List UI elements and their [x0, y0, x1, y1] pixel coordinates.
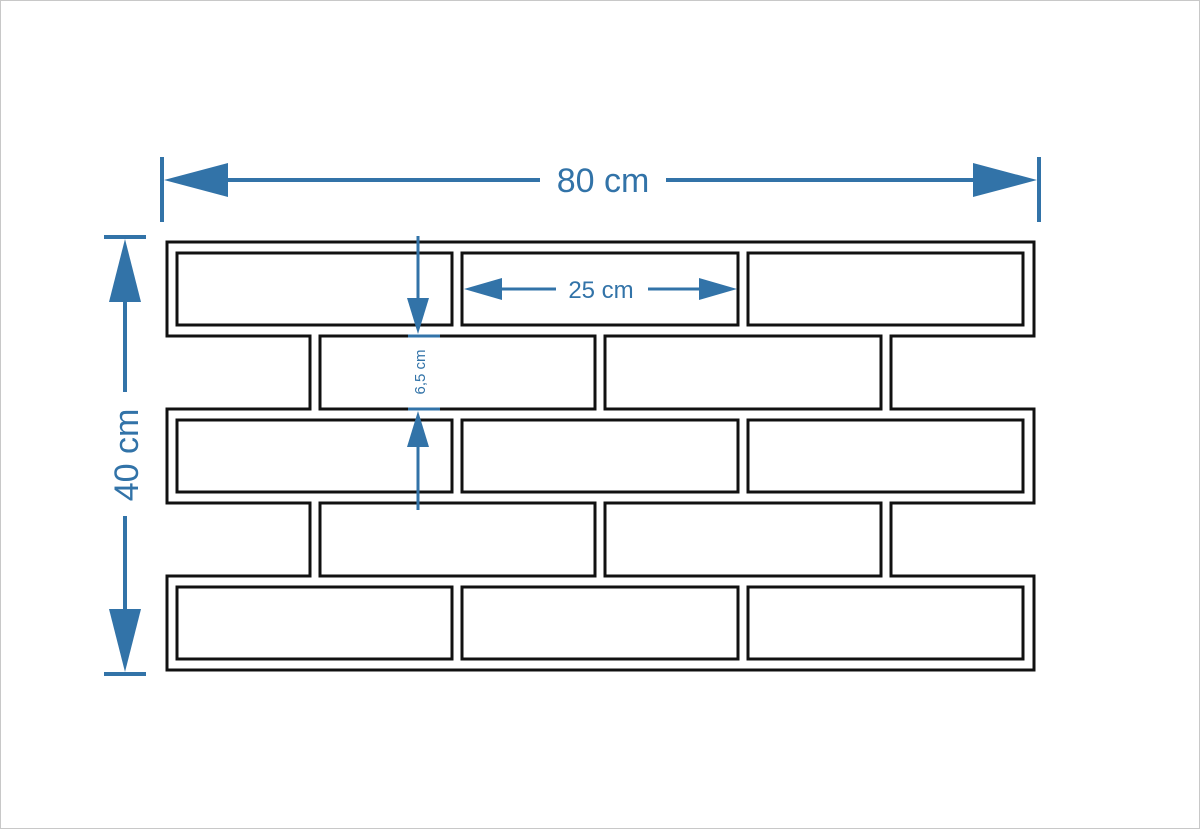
width-dimension: 80 cm [160, 157, 1041, 222]
brick [318, 501, 597, 578]
brick-height-label: 6,5 cm [412, 349, 429, 394]
arrow-up-icon [407, 411, 429, 447]
brick [175, 585, 454, 661]
brick-row-1 [175, 251, 1025, 327]
height-dimension: 40 cm [104, 235, 146, 676]
arrow-down-icon [109, 609, 141, 672]
brick-row-5 [175, 585, 1025, 661]
brick [746, 251, 1025, 327]
arrow-down-icon [407, 298, 429, 334]
arrow-left-icon [164, 163, 228, 197]
panel-outline [165, 240, 1036, 672]
arrow-right-icon [699, 278, 737, 300]
brick [460, 251, 740, 327]
brick-row-2 [318, 334, 883, 411]
brick [175, 418, 454, 494]
arrow-left-icon [464, 278, 502, 300]
brick [603, 501, 883, 578]
brick-length-label: 25 cm [568, 277, 633, 304]
brick [175, 251, 454, 327]
height-label: 40 cm [108, 409, 146, 502]
brick [746, 585, 1025, 661]
brick [746, 418, 1025, 494]
arrow-right-icon [973, 163, 1037, 197]
brick [603, 334, 883, 411]
brick-length-dimension: 25 cm [464, 277, 737, 304]
brick-row-4 [318, 501, 883, 578]
brick-row-3 [175, 418, 1025, 494]
brick-height-dimension: 6,5 cm [407, 236, 440, 510]
brick [460, 418, 740, 494]
width-label: 80 cm [557, 162, 650, 200]
brick [460, 585, 740, 661]
brick [318, 334, 597, 411]
arrow-up-icon [109, 239, 141, 302]
